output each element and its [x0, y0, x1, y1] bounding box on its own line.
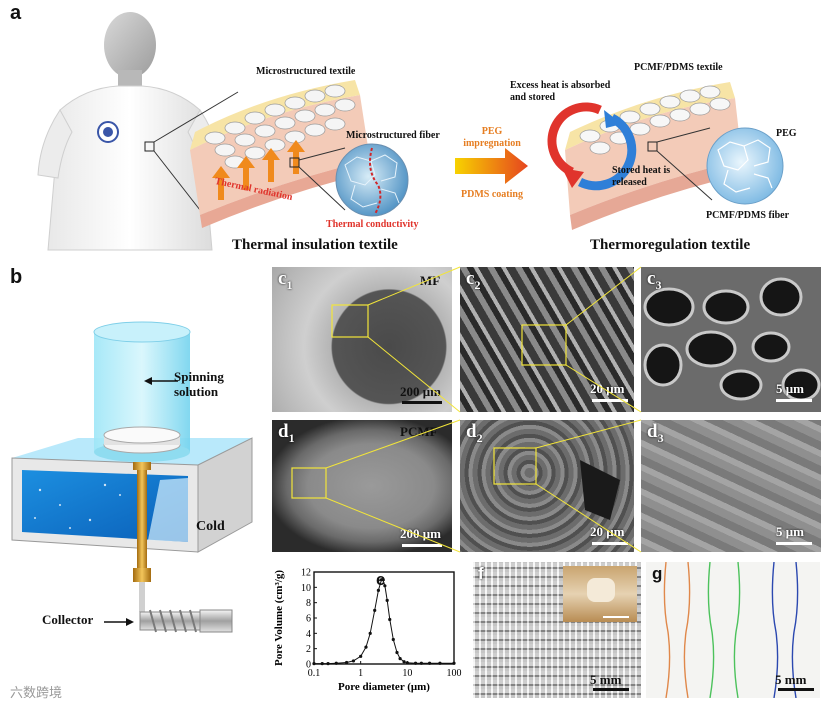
data-point [345, 660, 349, 665]
data-point [368, 631, 372, 635]
scale-c2: 20 μm [590, 381, 625, 396]
y-tick-label: 6 [306, 614, 311, 625]
y-tick-label: 12 [301, 568, 311, 579]
scalebar-f [593, 688, 629, 691]
scale-g: 5 mm [775, 672, 807, 687]
label-pcmf-fiber: PCMF/PDMS fiber [706, 210, 790, 221]
process-arrow [455, 148, 528, 184]
title-thermal-insulation: Thermal insulation textile [232, 237, 398, 253]
data-point [388, 617, 392, 622]
label-cold: Cold [196, 519, 225, 534]
panel-label-d2: d2 [466, 421, 483, 445]
y-tick-label: 4 [306, 629, 311, 640]
y-tick-label: 2 [306, 644, 311, 655]
scalebar-d2 [592, 542, 628, 545]
data-point [391, 637, 395, 642]
data-point [334, 661, 338, 665]
panel-a-illustration [37, 12, 784, 251]
data-point [385, 598, 389, 602]
scale-f: 5 mm [590, 672, 622, 687]
panel-label-d1: d1 [278, 421, 295, 445]
data-point [405, 661, 409, 665]
panel-label-c2: c2 [466, 268, 481, 292]
data-point [326, 662, 330, 666]
data-point [351, 659, 356, 663]
data-point [383, 584, 387, 588]
panel-label-a: a [10, 2, 22, 24]
label-pdms-coating: PDMS coating [461, 189, 523, 200]
label-thermal-conductivity: Thermal conductivity [326, 219, 419, 230]
label-pcmf: PCMF [400, 424, 438, 439]
sem-d3-image [641, 420, 821, 552]
sem-c3-image [641, 267, 821, 412]
scalebar-d1 [402, 544, 442, 547]
label-excess-heat: Excess heat is absorbed and stored [510, 80, 611, 103]
label-peg: PEG [776, 128, 797, 139]
label-pcmf-textile: PCMF/PDMS textile [634, 62, 723, 73]
scalebar-g [778, 688, 814, 691]
data-point [364, 645, 368, 649]
data-point [359, 654, 363, 658]
panel-label-g: g [652, 564, 663, 583]
x-tick-label: 100 [447, 668, 462, 679]
panel-label-f: f [478, 564, 484, 583]
data-point [376, 588, 381, 592]
data-point [381, 578, 385, 582]
label-microstructured-fiber: Microstructured fiber [346, 130, 440, 141]
data-point [402, 660, 406, 664]
photo-f [473, 562, 641, 698]
data-point [419, 661, 423, 665]
data-point [438, 661, 442, 665]
data-point [413, 661, 418, 665]
panel-label-d3: d3 [647, 421, 664, 445]
data-point [398, 657, 402, 661]
data-point [312, 662, 316, 666]
label-collector: Collector [42, 612, 94, 627]
textile-right [547, 82, 784, 230]
series-line [314, 579, 454, 665]
photo-f-inset [563, 566, 637, 622]
label-mf: MF [420, 273, 441, 288]
data-point [373, 608, 377, 612]
scale-c3: 5 μm [776, 381, 804, 396]
data-point [320, 662, 324, 666]
data-point [395, 650, 399, 655]
watermark: 六数跨境 [10, 686, 63, 701]
textile-left [190, 80, 409, 228]
label-spinning-solution: Spinning solution [174, 369, 224, 399]
title-thermoregulation: Thermoregulation textile [590, 237, 751, 253]
scale-d2: 20 μm [590, 524, 625, 539]
y-axis-label: Pore Volume (cm³/g) [273, 570, 285, 666]
label-peg-impregnation: PEG impregnation [463, 126, 521, 149]
panel-label-e: e [376, 570, 386, 589]
x-tick-label: 1 [358, 668, 363, 679]
scalebar-c3 [776, 399, 812, 402]
scale-d1: 200 μm [400, 526, 441, 541]
x-tick-label: 0.1 [308, 668, 321, 679]
data-point [427, 661, 432, 665]
panel-b-illustration [11, 321, 253, 633]
photo-g [646, 561, 820, 699]
y-tick-label: 10 [301, 583, 311, 594]
scale-c1: 200 μm [400, 384, 441, 399]
x-tick-label: 10 [402, 668, 412, 679]
x-axis-label: Pore diameter (μm) [338, 681, 430, 693]
data-point [452, 661, 456, 665]
y-tick-label: 0 [306, 660, 311, 671]
panel-label-b: b [10, 266, 23, 288]
scalebar-d3 [776, 542, 812, 545]
label-microstructured-textile: Microstructured textile [256, 66, 356, 77]
panel-label-c3: c3 [647, 268, 662, 292]
scale-d3: 5 μm [776, 524, 804, 539]
scalebar-c2 [592, 399, 628, 402]
scalebar-c1 [402, 401, 442, 404]
y-tick-label: 8 [306, 598, 311, 609]
panel-label-c1: c1 [278, 268, 293, 292]
label-stored-heat: Stored heat is released [612, 165, 671, 188]
